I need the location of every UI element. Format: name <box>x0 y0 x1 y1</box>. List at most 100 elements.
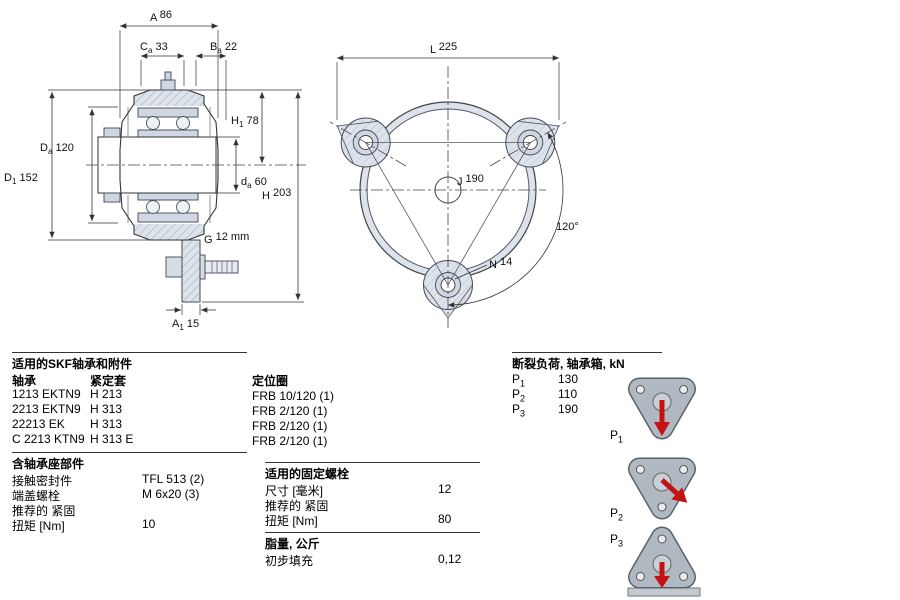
ring-designation: FRB 2/120 (1) <box>252 434 328 448</box>
load-value: 130 <box>558 372 579 386</box>
dim-da: da 60 <box>216 136 267 194</box>
angle-label: 120° <box>556 221 579 233</box>
dim-H1: H1 78 <box>190 89 302 163</box>
dim-label-A1: A1 15 <box>172 318 199 332</box>
bearing-designation: 1213 EKTN9 <box>12 387 81 401</box>
load-arrow-diagonal <box>660 478 688 503</box>
dim-label-Ba: Ba 22 <box>210 41 237 55</box>
flange-front-view: L 225 J 190 N 14 120° <box>329 41 579 328</box>
bolt-value: 12 <box>438 482 452 496</box>
radial-centerline-left <box>329 121 407 167</box>
dim-A1: A1 15 <box>166 304 216 332</box>
load-label-p3: P3 <box>610 532 624 549</box>
load-arrow-down <box>654 562 670 588</box>
table-row: FRB 10/120 (1) <box>252 389 382 404</box>
dim-A: A 86 <box>119 9 219 118</box>
bolt-label: 尺寸 [毫米] <box>265 484 324 498</box>
fixing-bolt <box>165 254 239 280</box>
bolt-label: 扭矩 [Nm] <box>265 514 318 528</box>
bearing-designation: 2213 EKTN9 <box>12 402 81 416</box>
part-label: 推荐的 紧固 <box>12 504 76 518</box>
grease-value: 0,12 <box>438 552 462 566</box>
locating-rings-title: 定位圈 <box>252 374 289 388</box>
fixing-bolts-table: 适用的固定螺栓 尺寸 [毫米] 12 推荐的 紧固 扭矩 [Nm] 80 <box>265 462 480 528</box>
grease-title: 脂量, 公斤 <box>265 532 480 551</box>
table-row: FRB 2/120 (1) <box>252 419 382 434</box>
housing-cross-section: A 86 Ca 33 Ba 22 H1 78 Da 120 <box>4 9 306 332</box>
table-row: 1213 EKTN9 H 213 <box>12 387 247 402</box>
icon-bolt-holes <box>635 534 689 581</box>
bearing-bottom <box>127 192 211 223</box>
load-label: P2 <box>512 387 526 404</box>
part-label: 接触密封件 <box>12 474 73 488</box>
bearings-header-row: 轴承 紧定套 <box>12 372 247 388</box>
bearings-table: 适用的SKF轴承和附件 轴承 紧定套 1213 EKTN9 H 213 2213 … <box>12 352 247 447</box>
bearing-designation: C 2213 KTN9 <box>12 432 85 446</box>
housing-parts-title: 含轴承座部件 <box>12 452 247 471</box>
dim-label-da: da 60 <box>241 176 267 190</box>
ring-designation: FRB 2/120 (1) <box>252 404 328 418</box>
housing-outline <box>119 89 219 241</box>
part-value: 10 <box>142 517 156 531</box>
adapter-nut-bottom <box>103 192 121 203</box>
dim-label-L: L 225 <box>430 41 457 56</box>
bolt-label: 推荐的 紧固 <box>265 499 329 513</box>
icon-bolt-holes <box>635 465 689 512</box>
dim-label-Da: Da 120 <box>40 142 74 156</box>
dim-label-H: H 203 <box>262 187 291 202</box>
table-row: 扭矩 [Nm] 10 <box>12 517 247 533</box>
bearing-designation: 22213 EK <box>12 417 65 431</box>
sleeve-designation: H 213 <box>90 387 123 401</box>
table-row: C 2213 KTN9 H 313 E <box>12 432 247 447</box>
load-label-p1: P1 <box>610 428 624 445</box>
fixing-bolts-title: 适用的固定螺栓 <box>265 462 480 481</box>
grease-nipple <box>160 71 176 91</box>
dim-label-N: N 14 <box>489 256 512 271</box>
dim-angle: 120° <box>447 132 579 308</box>
dim-label-D1: D1 152 <box>4 172 38 186</box>
table-row: 扭矩 [Nm] 80 <box>265 512 480 528</box>
col-header-bearing: 轴承 <box>12 374 37 388</box>
ring-designation: FRB 10/120 (1) <box>252 389 335 403</box>
table-row: 初步填充 0,12 <box>265 552 480 568</box>
table-row: FRB 2/120 (1) <box>252 434 382 449</box>
adapter-nut-top <box>103 127 121 138</box>
dim-D1: D1 152 <box>4 89 150 241</box>
dim-L: L 225 <box>336 41 560 120</box>
table-row: FRB 2/120 (1) <box>252 404 382 419</box>
grease-label: 初步填充 <box>265 554 314 568</box>
load-label: P1 <box>512 372 526 389</box>
bearings-table-title: 适用的SKF轴承和附件 <box>12 352 247 371</box>
dim-label-A: A 86 <box>150 9 172 24</box>
ring-designation: FRB 2/120 (1) <box>252 419 328 433</box>
table-row: 22213 EK H 313 <box>12 417 247 432</box>
technical-drawings: A 86 Ca 33 Ba 22 H1 78 Da 120 <box>4 9 579 332</box>
dim-label-H1: H1 78 <box>231 115 259 129</box>
sleeve-designation: H 313 E <box>90 432 134 446</box>
load-direction-icon-p2 <box>628 457 696 520</box>
mounting-base <box>627 587 701 597</box>
load-label-p2: P2 <box>610 506 624 523</box>
bolt-lobe-bottom <box>423 260 473 319</box>
load-value: 190 <box>558 402 579 416</box>
part-label: 端盖螺栓 <box>12 489 61 503</box>
dim-H: H 203 <box>202 92 304 303</box>
dim-label-Ca: Ca 33 <box>140 41 168 55</box>
bolt-value: 80 <box>438 512 452 526</box>
load-direction-icon-p3 <box>627 526 701 597</box>
load-arrow-down <box>654 400 670 436</box>
sleeve-designation: H 313 <box>90 417 123 431</box>
bearing-top <box>127 107 211 138</box>
breaking-loads-title: 断裂负荷, 轴承箱, kN <box>512 352 662 371</box>
part-label: 扭矩 [Nm] <box>12 519 65 533</box>
col-header-sleeve: 紧定套 <box>90 374 127 388</box>
table-row: 尺寸 [毫米] 12 <box>265 482 480 498</box>
dim-Ba: Ba 22 <box>195 41 237 120</box>
table-row: P1 130 <box>512 372 662 389</box>
